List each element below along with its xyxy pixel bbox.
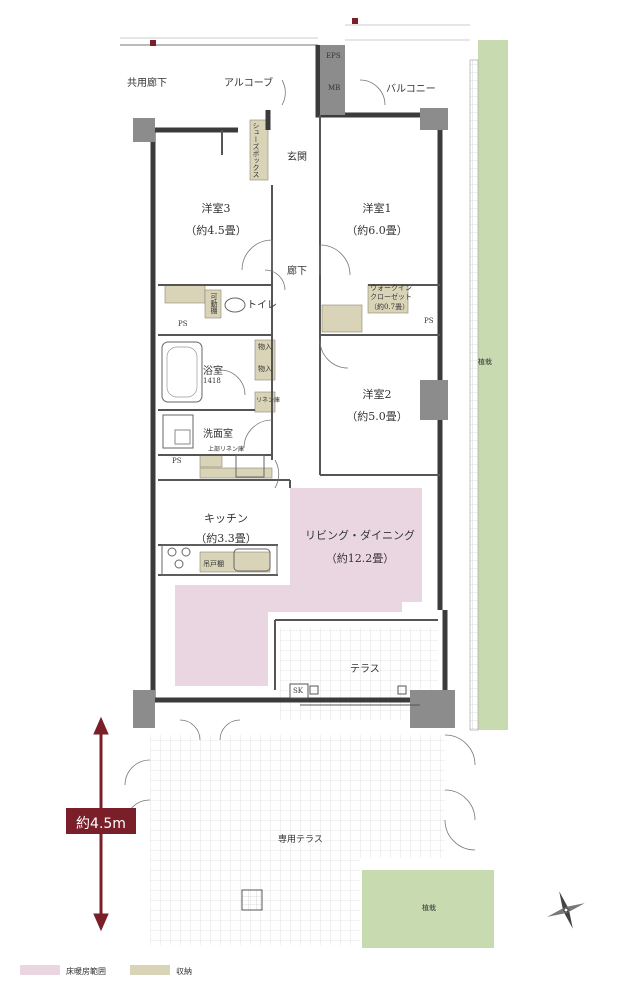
legend-label-floor-heating: 床暖房範囲 <box>66 967 106 976</box>
label-entrance: 玄関 <box>287 152 307 163</box>
dimension-label: 約4.5m <box>76 816 126 832</box>
label-kitchen: キッチン <box>204 512 248 525</box>
label-toilet: トイレ <box>247 300 277 311</box>
label-terrace: テラス <box>350 664 380 675</box>
label-alcove: アルコーブ <box>224 78 274 89</box>
bathtub <box>161 341 203 403</box>
stove-icon <box>167 547 177 557</box>
label-kitchen-shelf: 吊戸棚 <box>203 560 224 568</box>
label-walk-in-closet: ウォークイン クローゼット <box>370 284 412 301</box>
label-private-terrace: 専用テラス <box>278 835 323 845</box>
label-balcony: バルコニー <box>386 84 436 95</box>
washer <box>235 454 265 478</box>
label-storage-2: 物入 <box>258 365 272 373</box>
label-living-dining-size: （約12.2畳） <box>325 552 395 565</box>
label-ps-1: PS <box>178 320 188 328</box>
kitchen-counter <box>161 544 278 576</box>
planting-area-right <box>478 40 508 730</box>
label-mb: MB <box>328 84 341 92</box>
legend-label-storage: 収納 <box>176 967 192 976</box>
sink <box>233 548 271 572</box>
label-living-dining: リビング・ダイニング <box>305 529 415 542</box>
label-western1: 洋室1 <box>362 202 392 215</box>
label-shared-corridor: 共用廊下 <box>127 78 167 89</box>
washbasin <box>162 414 194 449</box>
label-storage-1: 物入 <box>258 343 272 351</box>
dimension-label-box <box>66 808 136 834</box>
label-western1-size: （約6.0畳） <box>346 224 408 237</box>
label-western3-size: （約4.5畳） <box>185 224 247 237</box>
label-western2: 洋室2 <box>362 388 392 401</box>
floor-heating-zone <box>175 488 422 686</box>
label-western2-size: （約5.0畳） <box>346 410 408 423</box>
label-walk-in-closet-size: （約0.7畳） <box>370 303 410 311</box>
label-corridor: 廊下 <box>287 266 307 277</box>
label-planting-bottom: 植栽 <box>422 904 436 912</box>
legend-swatch-floor-heating <box>20 965 60 975</box>
compass-icon <box>547 891 585 929</box>
label-shoe-box: シューズボックス <box>252 122 260 178</box>
planting-area-bottom <box>362 870 494 948</box>
private-terrace-floor <box>150 735 445 945</box>
label-bath: 浴室 <box>203 366 223 377</box>
legend-swatch-storage <box>130 965 170 975</box>
label-western3: 洋室3 <box>201 202 231 215</box>
label-washroom: 洗面室 <box>203 429 233 440</box>
toilet-fixture <box>224 297 246 313</box>
label-kitchen-size: （約3.3畳） <box>195 532 257 545</box>
label-upper-linen: 上部リネン庫 <box>208 446 245 453</box>
label-sk: SK <box>293 687 304 695</box>
label-eps: EPS <box>326 52 341 60</box>
label-bath-size: 1418 <box>203 377 221 385</box>
label-planting-right: 植栽 <box>478 358 492 366</box>
label-hanger-pipe: 可動棚 <box>210 293 218 314</box>
door-swings <box>124 79 476 851</box>
label-ps-3: PS <box>172 457 182 465</box>
label-ps-2: PS <box>424 317 434 325</box>
label-linen: リネン庫 <box>256 397 281 404</box>
